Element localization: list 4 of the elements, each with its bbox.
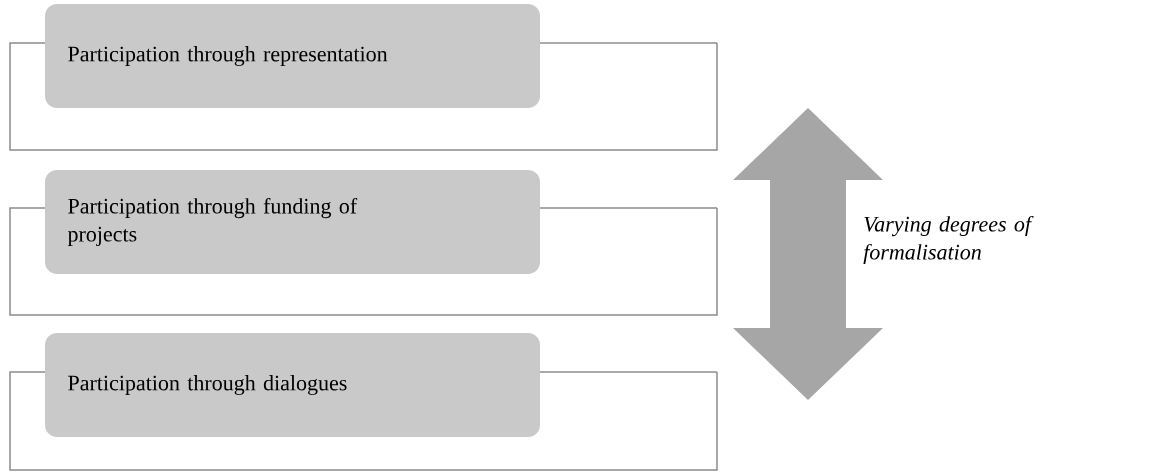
process-box: Participation through representation [45,4,540,108]
process-box: Participation through dialogues [45,333,540,437]
side-note: Varying degrees of formalisation [863,215,1034,265]
process-box: Participation through funding of projects [45,170,540,274]
